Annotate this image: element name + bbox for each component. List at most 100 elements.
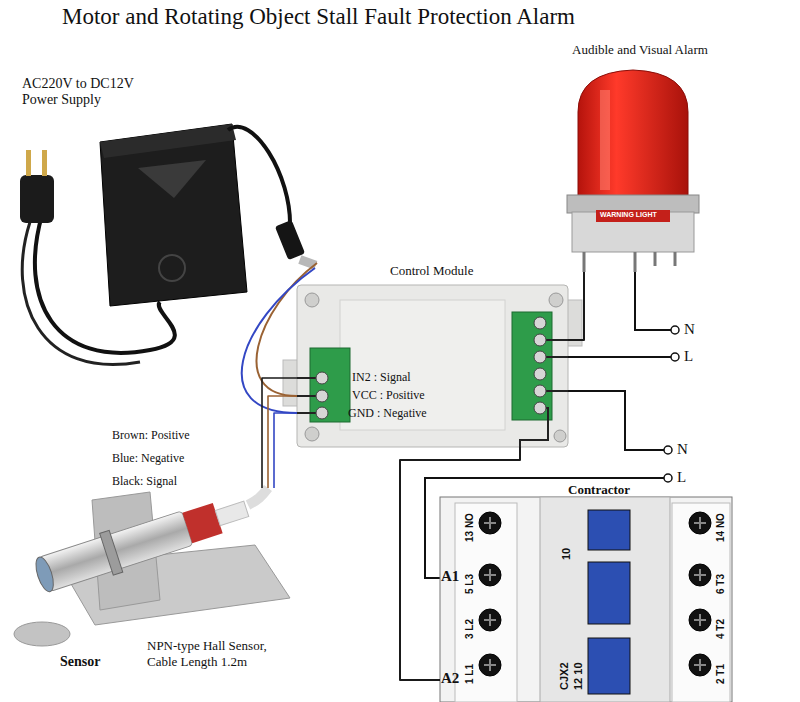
- alarm-leg: [634, 252, 637, 272]
- terminal-screw: [534, 351, 546, 363]
- screw-slot: [694, 614, 706, 626]
- sensor-cable: [215, 501, 248, 525]
- terminal-point: [671, 326, 679, 334]
- adapter-top: [100, 124, 236, 158]
- contactor-screw: [689, 654, 711, 676]
- contact-block: [588, 638, 630, 694]
- terminal-wire: [520, 408, 548, 447]
- contactor: Contractor: [440, 497, 732, 702]
- line-name: L: [684, 348, 693, 365]
- warning-strip: [596, 210, 670, 222]
- terminal-screw: [316, 407, 328, 419]
- terminal-screw: [534, 368, 546, 380]
- adapter-body: [100, 124, 247, 306]
- terminal-screw: [534, 402, 546, 414]
- signal-name: IN2 : Signal: [352, 370, 411, 385]
- dc-plug-tip: [298, 255, 317, 269]
- mount-hole: [305, 427, 319, 441]
- terminal-row: [672, 503, 730, 702]
- sensor-face: [32, 555, 56, 594]
- node-text: NPN-type Hall Sensor, Cable Length 1.2m: [147, 638, 289, 670]
- plug-prong: [26, 150, 31, 176]
- signal-name: VCC : Positive: [352, 388, 425, 403]
- node-heading: Control Module: [390, 263, 473, 279]
- line-name: L: [677, 469, 686, 486]
- terminal-row: [455, 503, 517, 702]
- alarm-leg: [583, 252, 586, 272]
- sensor-nut: [100, 530, 123, 575]
- alarm-leg: [674, 252, 677, 266]
- control-module: Control Module: [297, 285, 568, 447]
- contactor-screw: [689, 512, 711, 534]
- terminal-name: 3 L2: [464, 619, 475, 639]
- sensor-body: [39, 511, 193, 592]
- wire: [568, 272, 584, 340]
- power-adapter: AC220V to DC12V Power Supply: [95, 118, 317, 310]
- contactor-body: [440, 497, 732, 702]
- terminal-name: 4 T2: [715, 619, 726, 639]
- terminal-screw: [534, 385, 546, 397]
- module-case: [297, 285, 568, 447]
- model-mark: 10: [560, 548, 572, 560]
- wire: [274, 413, 297, 488]
- node-heading: Contractor: [568, 482, 630, 498]
- wire-connector: [400, 447, 520, 680]
- coil-terminal: A1: [441, 568, 459, 585]
- terminal-name: 1 L1: [464, 664, 475, 684]
- screw-slot: [484, 569, 496, 581]
- wire: [262, 378, 297, 488]
- diagram-title: Motor and Rotating Object Stall Fault Pr…: [62, 4, 575, 30]
- supply-wire: [635, 272, 671, 330]
- supply-wire: [568, 356, 671, 358]
- line-name: N: [677, 441, 688, 458]
- wire-color-note: Brown: Positive: [112, 428, 190, 443]
- mount-hole: [554, 430, 566, 442]
- wire: [268, 396, 297, 488]
- terminal-screw: [316, 372, 328, 384]
- sensor-cap: [182, 503, 222, 543]
- line-name: N: [684, 321, 695, 338]
- terminal-point: [664, 474, 672, 482]
- adapter-vent: [138, 160, 206, 198]
- wire-connector: [262, 378, 297, 488]
- wire-connector: [568, 272, 584, 340]
- node-heading: Audible and Visual Alarm: [572, 42, 708, 58]
- terminal-name: 2 T1: [715, 664, 726, 684]
- contactor-screw: [689, 609, 711, 631]
- plug-prong: [42, 150, 47, 176]
- node-text: WARNING LIGHT: [600, 211, 657, 218]
- adapter-logo: [159, 255, 185, 281]
- wire-connector: [242, 263, 317, 413]
- terminal-screw: [534, 334, 546, 346]
- hall-sensor: SensorNPN-type Hall Sensor, Cable Length…: [20, 488, 295, 640]
- terminal-name: 5 L3: [464, 574, 475, 594]
- module-lid: [340, 300, 505, 430]
- supply-wire: [568, 391, 664, 450]
- contactor-screw: [689, 564, 711, 586]
- sensor-cable: [248, 488, 268, 505]
- terminal-name: 13 NO: [464, 513, 475, 542]
- screw-slot: [694, 569, 706, 581]
- signal-name: GND : Negative: [348, 406, 427, 421]
- dc-plug: [275, 220, 305, 260]
- alarm-light: Audible and Visual AlarmWARNING LIGHT: [562, 62, 700, 272]
- model-mark: 12 10: [572, 662, 584, 690]
- screw-slot: [694, 517, 706, 529]
- screw-slot: [484, 517, 496, 529]
- coil-terminal: A2: [441, 670, 459, 687]
- terminal-block: [310, 348, 350, 422]
- magnet: [14, 622, 70, 646]
- ac-plug: [20, 175, 54, 223]
- dome-highlight: [600, 90, 610, 190]
- dc-cord: [228, 127, 290, 228]
- contactor-screw: [479, 654, 501, 676]
- node-heading: Sensor: [60, 654, 100, 670]
- model-mark: CJX2: [558, 662, 570, 690]
- contactor-screw: [479, 564, 501, 586]
- alarm-leg: [654, 252, 657, 266]
- terminal-name: 6 T3: [715, 574, 726, 594]
- contactor-center: [540, 497, 670, 702]
